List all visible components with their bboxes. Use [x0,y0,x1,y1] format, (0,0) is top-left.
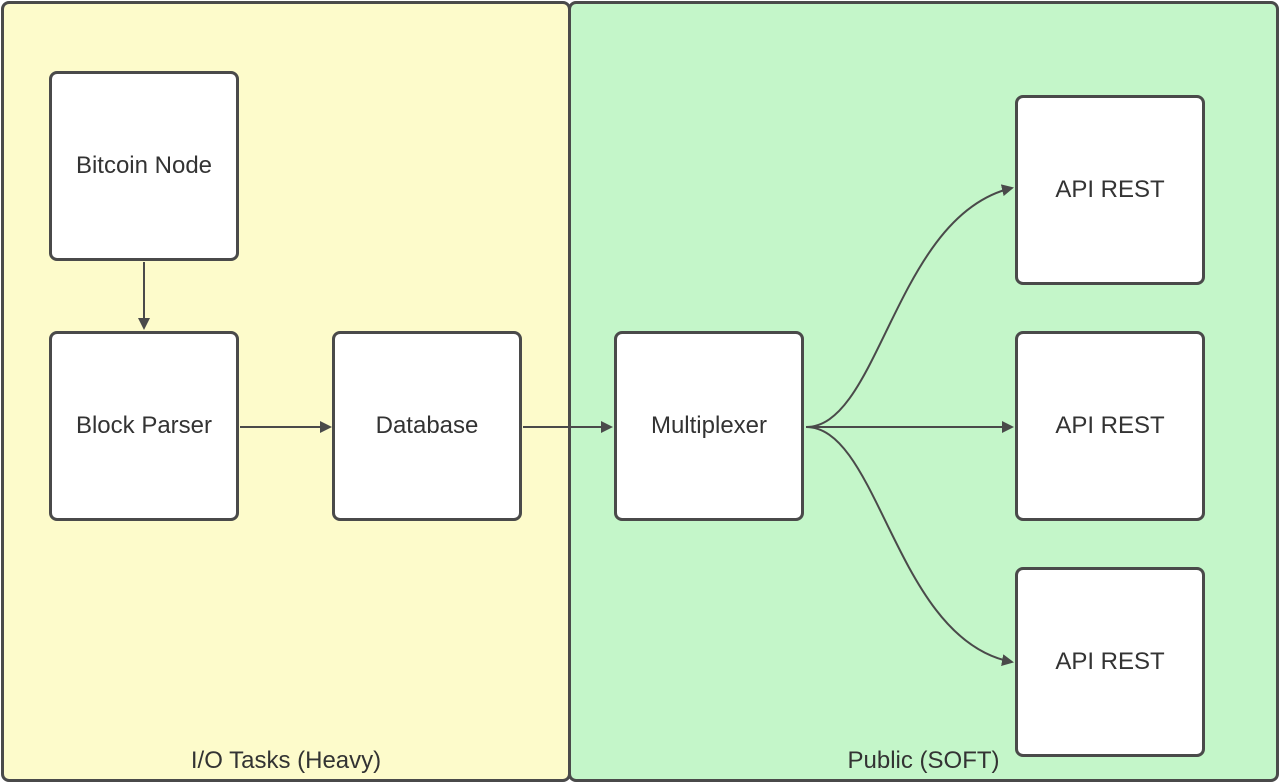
node-database-label: Database [375,412,479,439]
node-api-rest-1: API REST [1015,95,1205,285]
node-block-parser: Block Parser [49,331,239,521]
node-api-rest-2-label: API REST [1055,412,1165,439]
node-api-rest-1-label: API REST [1055,176,1165,203]
node-multiplexer-label: Multiplexer [650,412,768,439]
node-api-rest-3: API REST [1015,567,1205,757]
node-bitcoin-node: Bitcoin Node [49,71,239,261]
node-database: Database [332,331,522,521]
node-api-rest-2: API REST [1015,331,1205,521]
zone-io-tasks-label: I/O Tasks (Heavy) [190,747,382,774]
node-block-parser-label: Block Parser [75,412,213,439]
node-bitcoin-node-label: Bitcoin Node [75,152,213,179]
node-api-rest-3-label: API REST [1055,648,1165,675]
node-multiplexer: Multiplexer [614,331,804,521]
zone-public-label: Public (SOFT) [847,747,1000,774]
